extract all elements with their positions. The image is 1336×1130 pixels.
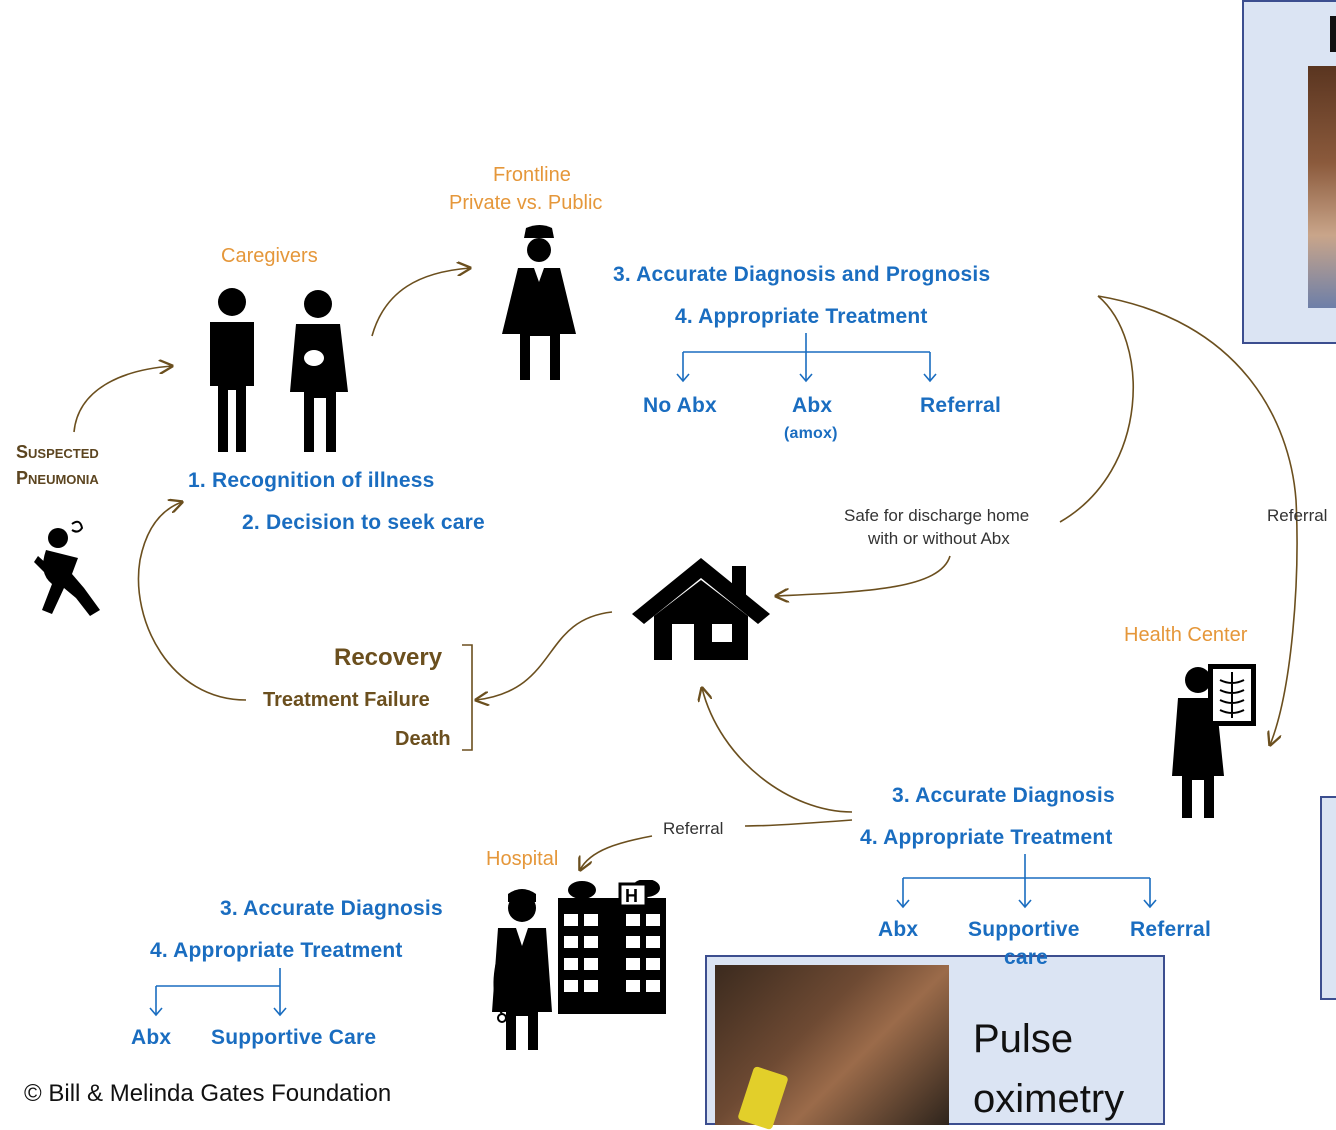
health-center-step4: 4. Appropriate Treatment <box>860 826 1113 849</box>
outcome-recovery: Recovery <box>334 644 443 671</box>
referral-label-right: Referral <box>1267 506 1328 525</box>
hospital-option-abx: Abx <box>131 1026 172 1049</box>
health-center-option-abx: Abx <box>878 918 919 941</box>
caregivers-icon <box>210 288 348 452</box>
hospital-step3: 3. Accurate Diagnosis <box>220 897 443 920</box>
outcome-death: Death <box>395 728 451 750</box>
frontline-option-referral: Referral <box>920 394 1001 417</box>
arrow-to-caregivers <box>73 366 172 433</box>
suspected-line1: Suspected <box>16 442 99 462</box>
sick-person-icon <box>34 520 100 616</box>
frontline-option-no-abx: No Abx <box>643 394 717 417</box>
svg-text:H: H <box>625 886 638 906</box>
frontline-step3: 3. Accurate Diagnosis and Prognosis <box>613 263 991 286</box>
health-center-option-referral: Referral <box>1130 918 1211 941</box>
frontline-option-abx: Abx <box>792 394 833 417</box>
frontline-option-amox: (amox) <box>784 425 838 442</box>
referral-label-hospital: Referral <box>663 819 724 838</box>
panel-title-fragment <box>1330 16 1336 52</box>
photo-panel-top-right <box>1242 0 1336 344</box>
frontline-sublabel: Private vs. Public <box>449 192 603 214</box>
pulse-photo <box>715 965 949 1130</box>
arrow-home-to-outcomes <box>476 611 613 700</box>
health-center-label: Health Center <box>1124 624 1248 646</box>
pulse-oximetry-panel: Pulse oximetry <box>705 955 1165 1130</box>
discharge-line1: Safe for discharge home <box>844 506 1030 525</box>
arrow-discharge-loop <box>1059 295 1134 523</box>
hospital-icon: H <box>492 880 666 1050</box>
hospital-step4: 4. Appropriate Treatment <box>150 939 403 962</box>
health-center-step3: 3. Accurate Diagnosis <box>892 784 1115 807</box>
hospital-label: Hospital <box>486 848 559 870</box>
outcome-failure: Treatment Failure <box>263 689 430 711</box>
discharge-line2: with or without Abx <box>868 529 1010 548</box>
step2-decision: 2. Decision to seek care <box>242 511 485 534</box>
tree-hospital <box>155 968 281 1014</box>
photo-child <box>1308 66 1336 308</box>
caregivers-label: Caregivers <box>221 245 318 267</box>
arrow-health-center-to-home <box>702 688 853 813</box>
tree-health-center <box>902 854 1151 906</box>
pulse-label-line2: oximetry <box>973 1077 1125 1121</box>
suspected-line2: Pneumonia <box>16 468 99 488</box>
outcome-bracket <box>462 644 473 751</box>
health-center-option-care: care <box>1004 946 1049 969</box>
home-icon <box>632 558 770 660</box>
step1-recognition: 1. Recognition of illness <box>188 469 435 492</box>
photo-panel-bottom-right <box>1320 796 1336 1000</box>
oximeter-device <box>737 1065 789 1130</box>
pulse-label-line1: Pulse <box>973 1017 1074 1061</box>
arrow-to-frontline <box>371 268 470 337</box>
arrow-referral-health-center <box>1097 295 1298 745</box>
tree-frontline <box>682 333 931 380</box>
hospital-option-supportive: Supportive Care <box>211 1026 377 1049</box>
health-center-doctor-icon <box>1172 664 1256 818</box>
frontline-worker-icon <box>502 225 576 380</box>
copyright-text: © Bill & Melinda Gates Foundation <box>24 1080 392 1107</box>
arrow-to-home <box>776 555 951 596</box>
frontline-step4: 4. Appropriate Treatment <box>675 305 928 328</box>
health-center-option-supportive: Supportive <box>968 918 1080 941</box>
frontline-label: Frontline <box>493 164 571 186</box>
arrow-to-hospital <box>580 835 653 870</box>
arrow-outcomes-to-caregivers <box>137 502 247 701</box>
arrow-referral-hospital <box>744 819 853 827</box>
